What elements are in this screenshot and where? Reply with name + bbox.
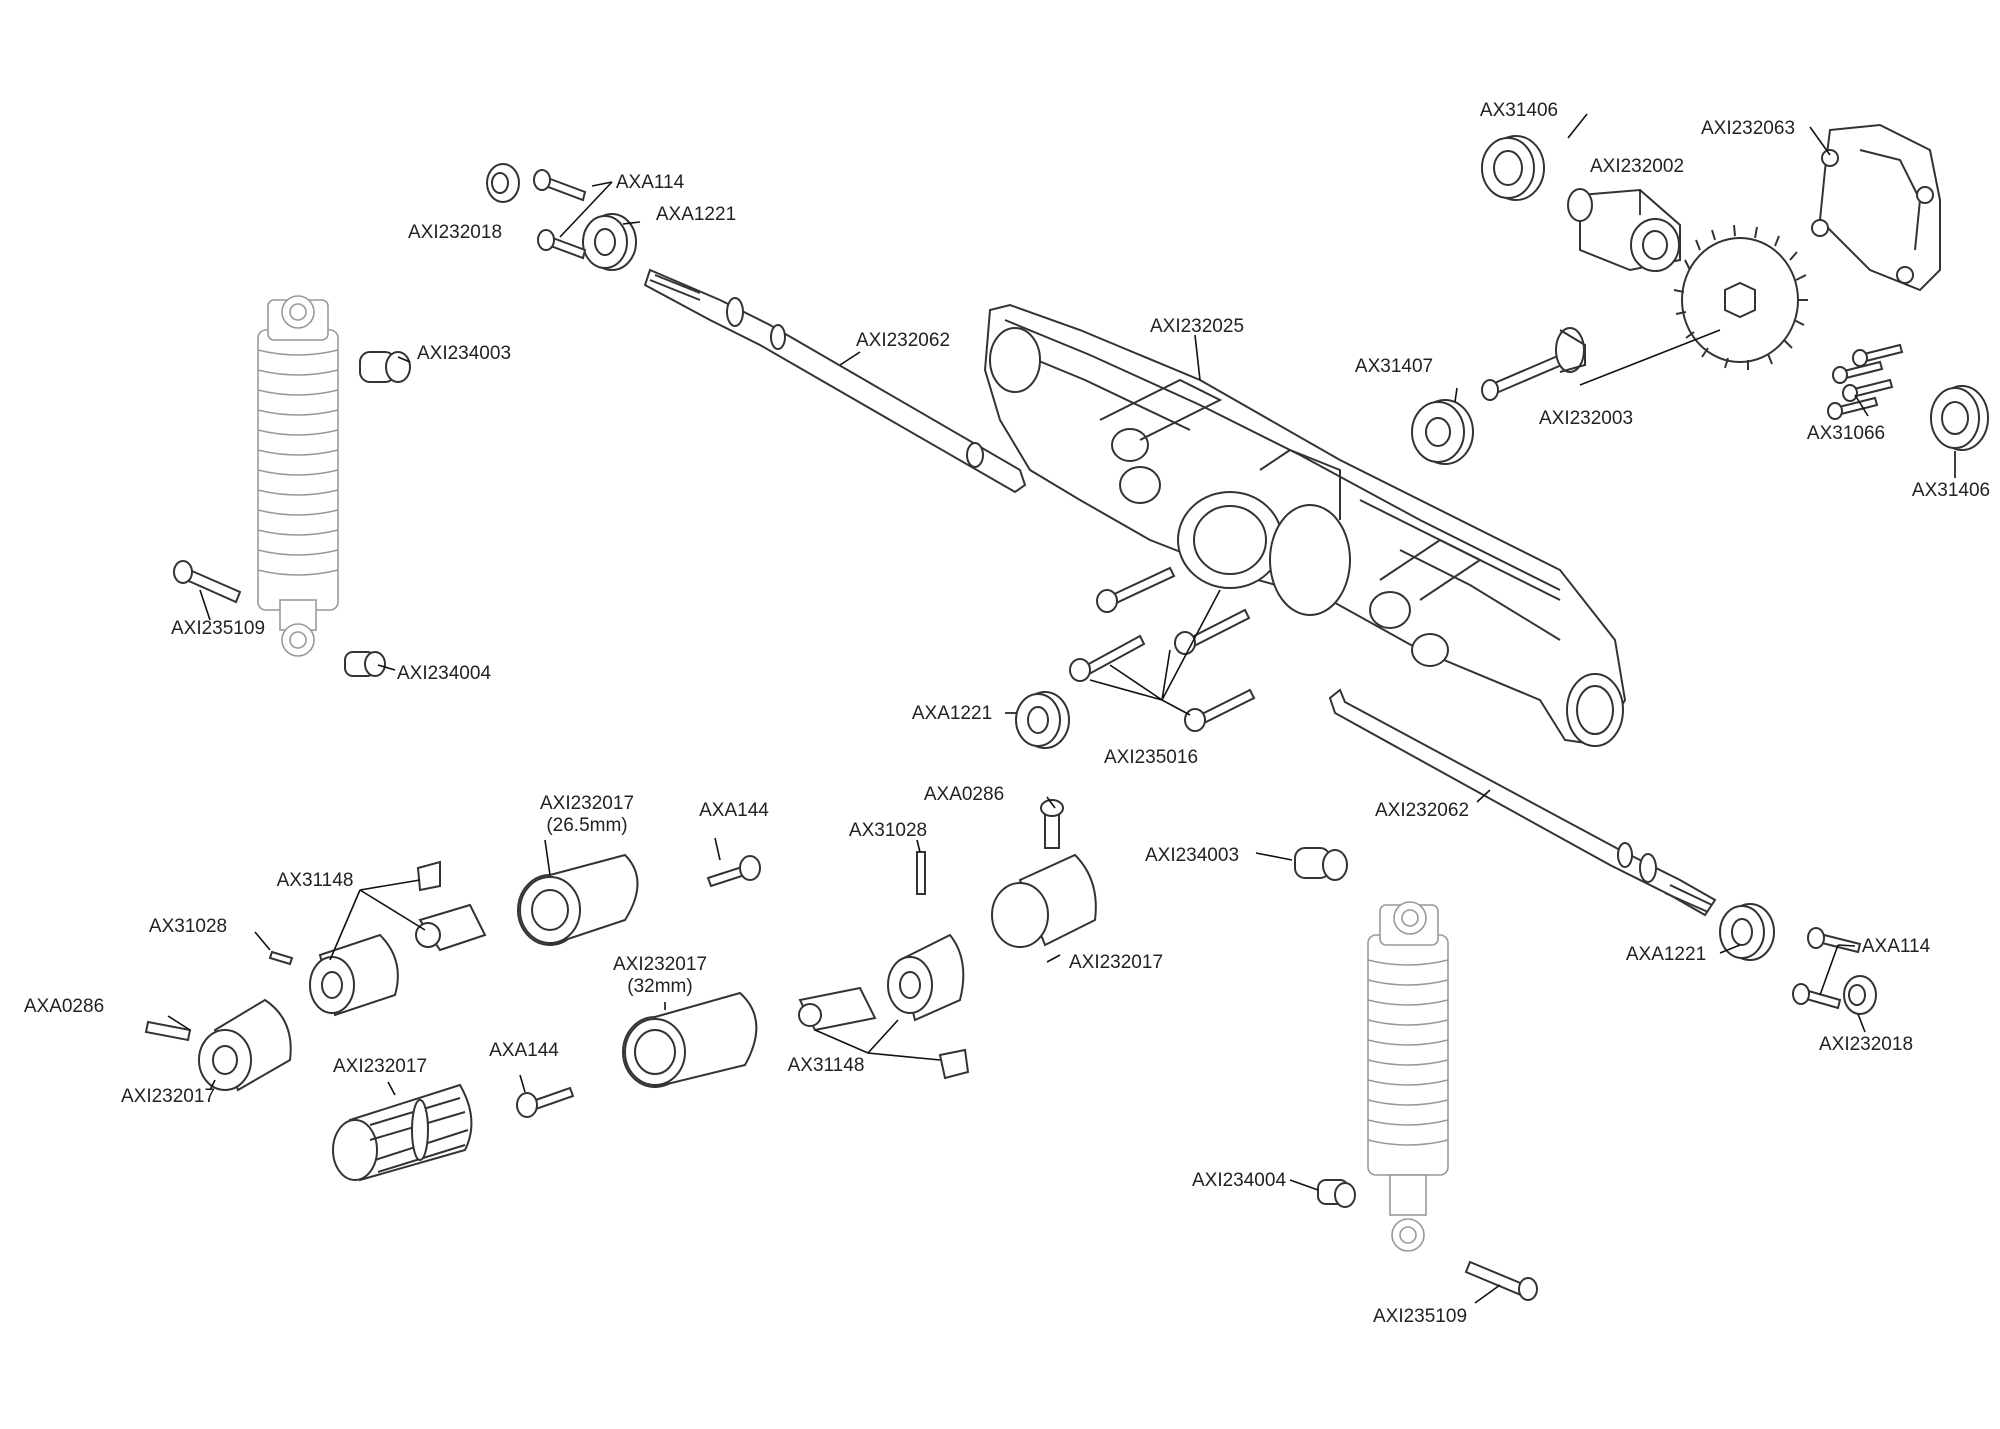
label-axi232003: AXI232003 <box>1538 408 1634 429</box>
label-axi235109-bottom: AXI235109 <box>1372 1306 1468 1327</box>
label-axa114-top: AXA114 <box>615 172 685 193</box>
label-ax31148-left: AX31148 <box>276 870 354 891</box>
label-ax31406-top: AX31406 <box>1479 100 1559 121</box>
ring-gear <box>1673 224 1808 370</box>
shock-right <box>1367 901 1449 1252</box>
bearing-axa1221-right <box>1719 903 1775 961</box>
label-axi232017-265-part: AXI232017 <box>539 793 635 814</box>
label-axa0286-left: AXA0286 <box>23 996 105 1017</box>
label-axi232017-32-size: (32mm) <box>627 975 693 997</box>
label-axi232017-mid: AXI232017 <box>1068 952 1164 973</box>
driveshaft-parts <box>198 853 1097 1182</box>
label-axa1221-mid: AXA1221 <box>911 703 993 724</box>
bearing-axa1221-top <box>582 213 637 271</box>
screws <box>144 169 1904 1301</box>
label-axi232018-right: AXI232018 <box>1818 1034 1914 1055</box>
label-axi232018-top: AXI232018 <box>407 222 503 243</box>
label-ax31028-mid: AX31028 <box>848 820 928 841</box>
differential-carrier <box>1567 188 1681 272</box>
label-axi232025: AXI232025 <box>1149 316 1245 337</box>
label-axi232017-265-size: (26.5mm) <box>546 814 628 836</box>
label-axi232017-spline: AXI232017 <box>332 1056 428 1077</box>
axle-shaft-bottom <box>1328 688 1717 917</box>
label-axi234004-bottom: AXI234004 <box>1191 1170 1287 1191</box>
bearing-ax31406-top <box>1481 135 1545 201</box>
label-axi232017-32: AXI232017 (32mm) <box>613 954 707 998</box>
label-axi232062-bottom: AXI232062 <box>1374 800 1470 821</box>
bushings <box>344 351 1356 1208</box>
label-axi232017-32-part: AXI232017 <box>612 954 708 975</box>
label-axi235016: AXI235016 <box>1103 747 1199 768</box>
label-axi234004-left: AXI234004 <box>396 663 492 684</box>
axle-shaft-top <box>643 268 1027 494</box>
label-axa114-right: AXA114 <box>1861 936 1931 957</box>
label-axi232062-top: AXI232062 <box>855 330 951 351</box>
label-axi232017-265: AXI232017 (26.5mm) <box>540 793 634 837</box>
label-axa144-top: AXA144 <box>699 800 769 821</box>
label-axa1221-top: AXA1221 <box>655 204 737 225</box>
label-axi234003-top: AXI234003 <box>416 343 512 364</box>
axle-housing <box>983 303 1627 747</box>
pinion-gear <box>1481 327 1586 401</box>
label-ax31028-left: AX31028 <box>148 916 228 937</box>
shock-left <box>257 295 339 657</box>
label-axa1221-right: AXA1221 <box>1625 944 1707 965</box>
label-axi232063: AXI232063 <box>1700 118 1796 139</box>
label-axi232017-left: AXI232017 <box>120 1086 216 1107</box>
label-axi234003-bottom: AXI234003 <box>1144 845 1240 866</box>
bearing-axa1221-mid <box>1015 691 1070 749</box>
label-axa144-bottom: AXA144 <box>489 1040 559 1061</box>
diff-cover <box>1811 123 1941 292</box>
washer-axi232018-top <box>486 163 520 203</box>
label-ax31407: AX31407 <box>1354 356 1434 377</box>
label-axa0286-mid: AXA0286 <box>923 784 1005 805</box>
label-ax31066: AX31066 <box>1806 423 1886 444</box>
label-ax31148-mid: AX31148 <box>787 1055 865 1076</box>
label-ax31406-right: AX31406 <box>1911 480 1991 501</box>
washer-axi232018-right <box>1843 975 1877 1015</box>
label-axi232002: AXI232002 <box>1589 156 1685 177</box>
label-axi235109-left: AXI235109 <box>170 618 266 639</box>
bearing-ax31407 <box>1411 399 1474 465</box>
bearing-ax31406-right <box>1930 385 1989 451</box>
leader-lines <box>167 113 1956 1304</box>
